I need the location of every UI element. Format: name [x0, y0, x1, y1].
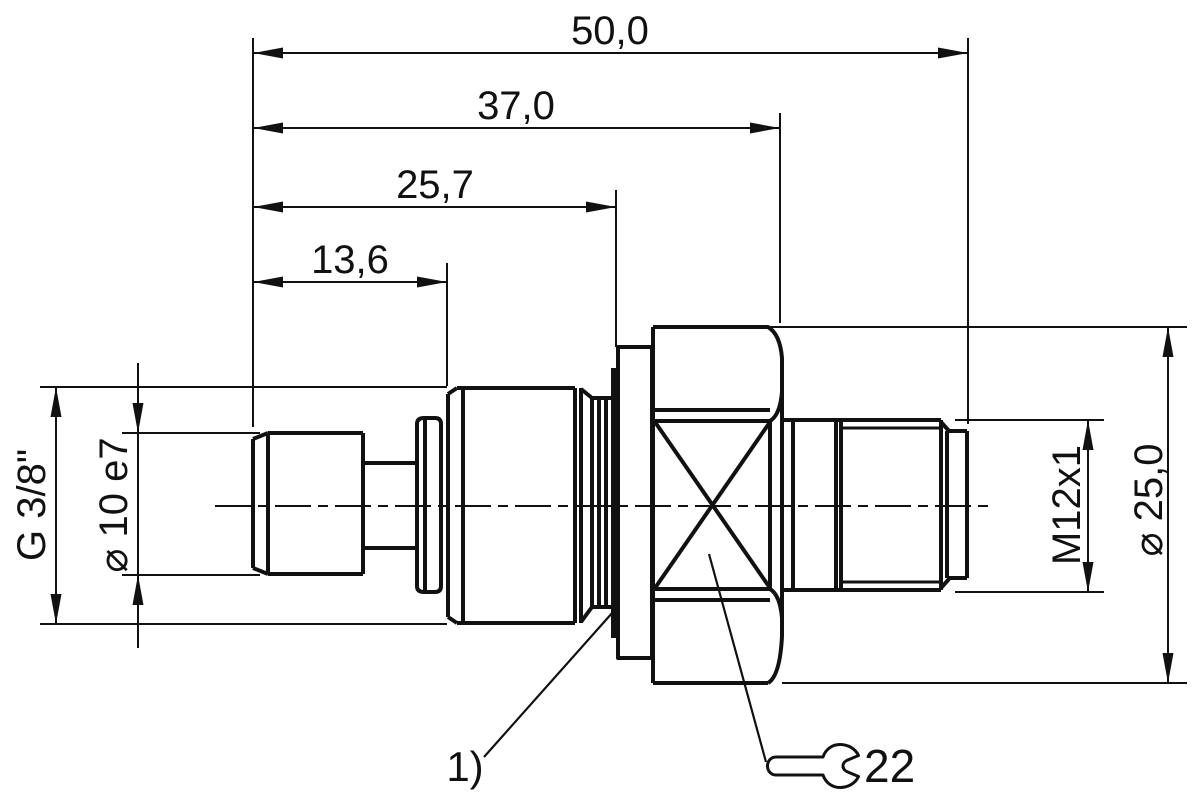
- wrench-leader-line: [707, 553, 768, 763]
- dim-13-6-arrow-left: [253, 276, 283, 288]
- dimension-m12-thread: M12x1: [955, 419, 1104, 593]
- dim-m12-label: M12x1: [1045, 445, 1089, 565]
- thread-runout-outline: [590, 396, 611, 609]
- dimension-g38-thread: G 3/8": [10, 386, 447, 625]
- dim-37-lines: [253, 113, 781, 323]
- dimension-spigot-diameter: ⌀ 10 e7: [92, 363, 260, 648]
- dim-13-6-arrow-right: [417, 276, 447, 288]
- footnote-callout: 1): [446, 611, 614, 790]
- dim-d25-arrow-bottom: [1162, 653, 1174, 683]
- seal-washer: [611, 368, 618, 638]
- wrench-callout: 22: [707, 553, 915, 792]
- dim-g38-label: G 3/8": [10, 449, 54, 561]
- dim-d25-label: ⌀ 25,0: [1127, 443, 1171, 556]
- dimension-length-to-hex: 37,0: [253, 84, 781, 323]
- dim-50-arrow-left: [253, 47, 283, 59]
- dim-d25-arrow-top: [1162, 327, 1174, 357]
- flange-disc-outline: [616, 345, 654, 660]
- hex-cross-lines: [653, 420, 772, 590]
- dim-13-6-label: 13,6: [311, 238, 389, 282]
- dim-37-arrow-left: [253, 122, 283, 134]
- dim-37-arrow-right: [750, 122, 780, 134]
- dim-50-arrow-right: [938, 47, 968, 59]
- dim-25-7-label: 25,7: [396, 163, 474, 207]
- dim-d10-arrow-bottom: [132, 575, 144, 605]
- dim-d10-label: ⌀ 10 e7: [92, 437, 136, 572]
- dimension-overall-length: 50,0: [252, 9, 969, 427]
- neck-outline: [363, 461, 417, 550]
- dimension-thread-length: 13,6: [253, 238, 448, 386]
- dim-m12-arrow-bottom: [1082, 562, 1094, 592]
- dim-50-label: 50,0: [571, 9, 649, 53]
- m12-thread-outline: [783, 418, 951, 592]
- spigot-outline: [251, 431, 365, 576]
- dim-m12-arrow-top: [1082, 420, 1094, 450]
- hex-body-outline: [651, 325, 784, 685]
- hex-flats-lines: [655, 391, 784, 619]
- dim-25-7-lines: [253, 190, 617, 347]
- g38-thread-outline: [446, 386, 594, 625]
- m12-thread-minor-lines: [839, 426, 940, 584]
- dim-g38-arrow-top: [50, 387, 62, 417]
- open-end-wrench-icon: [766, 743, 860, 789]
- part-outline: [215, 325, 995, 685]
- dim-g38-arrow-bottom: [50, 594, 62, 624]
- dim-25-7-arrow-left: [253, 201, 283, 213]
- dim-d25-lines: [700, 326, 1187, 684]
- dim-50-lines: [252, 38, 969, 427]
- dim-37-label: 37,0: [477, 84, 555, 128]
- dim-25-7-arrow-right: [586, 201, 616, 213]
- wrench-size-label: 22: [864, 740, 915, 792]
- dim-g38-lines: [40, 386, 447, 625]
- footnote-leader-line: [483, 611, 614, 758]
- collar-outline: [415, 416, 443, 594]
- dimension-hex-diameter: ⌀ 25,0: [700, 326, 1187, 684]
- dim-13-6-lines: [253, 263, 448, 386]
- dim-d10-arrow-top: [132, 403, 144, 433]
- tip-outline: [945, 429, 969, 580]
- dimension-length-to-seal-face: 25,7: [253, 163, 617, 347]
- footnote-label: 1): [446, 743, 483, 790]
